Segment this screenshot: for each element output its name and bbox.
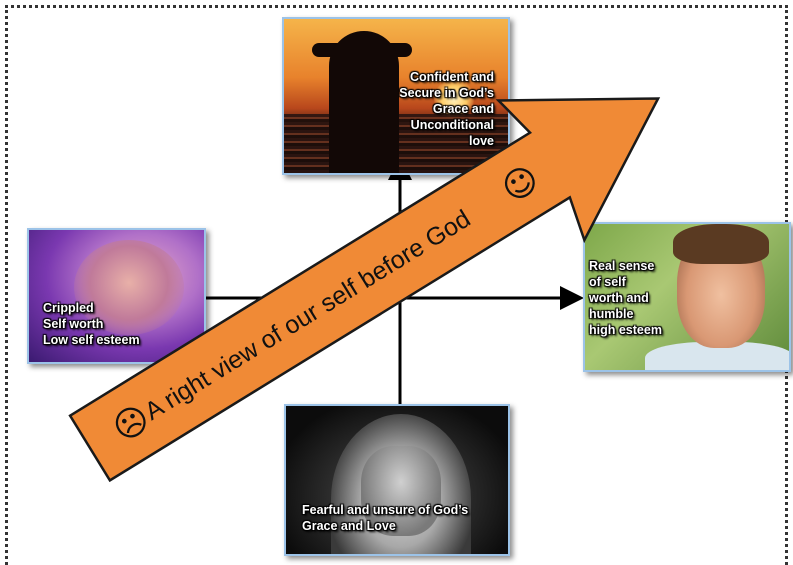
child-face-image	[74, 240, 184, 335]
silhouette-figure	[329, 31, 399, 173]
card-right-caption: Real sense of self worth and humble high…	[589, 258, 662, 338]
arrow-label: A right view of our self before God	[140, 205, 475, 426]
card-bottom-fearful: Fearful and unsure of God’s Grace and Lo…	[284, 404, 510, 556]
arrow-shape	[68, 97, 661, 483]
caption-line: Grace and Love	[302, 519, 396, 533]
card-left-crippled: Crippled Self worth Low self esteem	[27, 228, 206, 364]
hands-over-face-image	[361, 446, 441, 536]
caption-line: Grace and	[432, 102, 494, 116]
man-hair-image	[673, 224, 769, 264]
caption-line: Secure in God’s	[399, 86, 494, 100]
caption-line: humble	[589, 307, 634, 321]
card-top-caption: Confident and Secure in God’s Grace and …	[399, 69, 494, 149]
card-top-confident: Confident and Secure in God’s Grace and …	[282, 17, 510, 175]
caption-line: Low self esteem	[43, 333, 140, 347]
caption-line: love	[468, 134, 494, 148]
sun-image	[434, 79, 474, 119]
card-left-caption: Crippled Self worth Low self esteem	[43, 300, 140, 348]
caption-line: high esteem	[589, 323, 662, 337]
caption-line: Confident and	[409, 70, 494, 84]
caption-line: Real sense	[589, 259, 655, 273]
card-bottom-caption: Fearful and unsure of God’s Grace and Lo…	[302, 502, 468, 534]
caption-line: Unconditional	[410, 118, 494, 132]
caption-line: Fearful and unsure of God’s	[302, 503, 469, 517]
caption-line: Crippled	[43, 301, 94, 315]
card-right-real-sense: Real sense of self worth and humble high…	[583, 222, 791, 372]
caption-line: of self	[589, 275, 626, 289]
caption-line: worth and	[589, 291, 649, 305]
caption-line: Self worth	[43, 317, 104, 331]
